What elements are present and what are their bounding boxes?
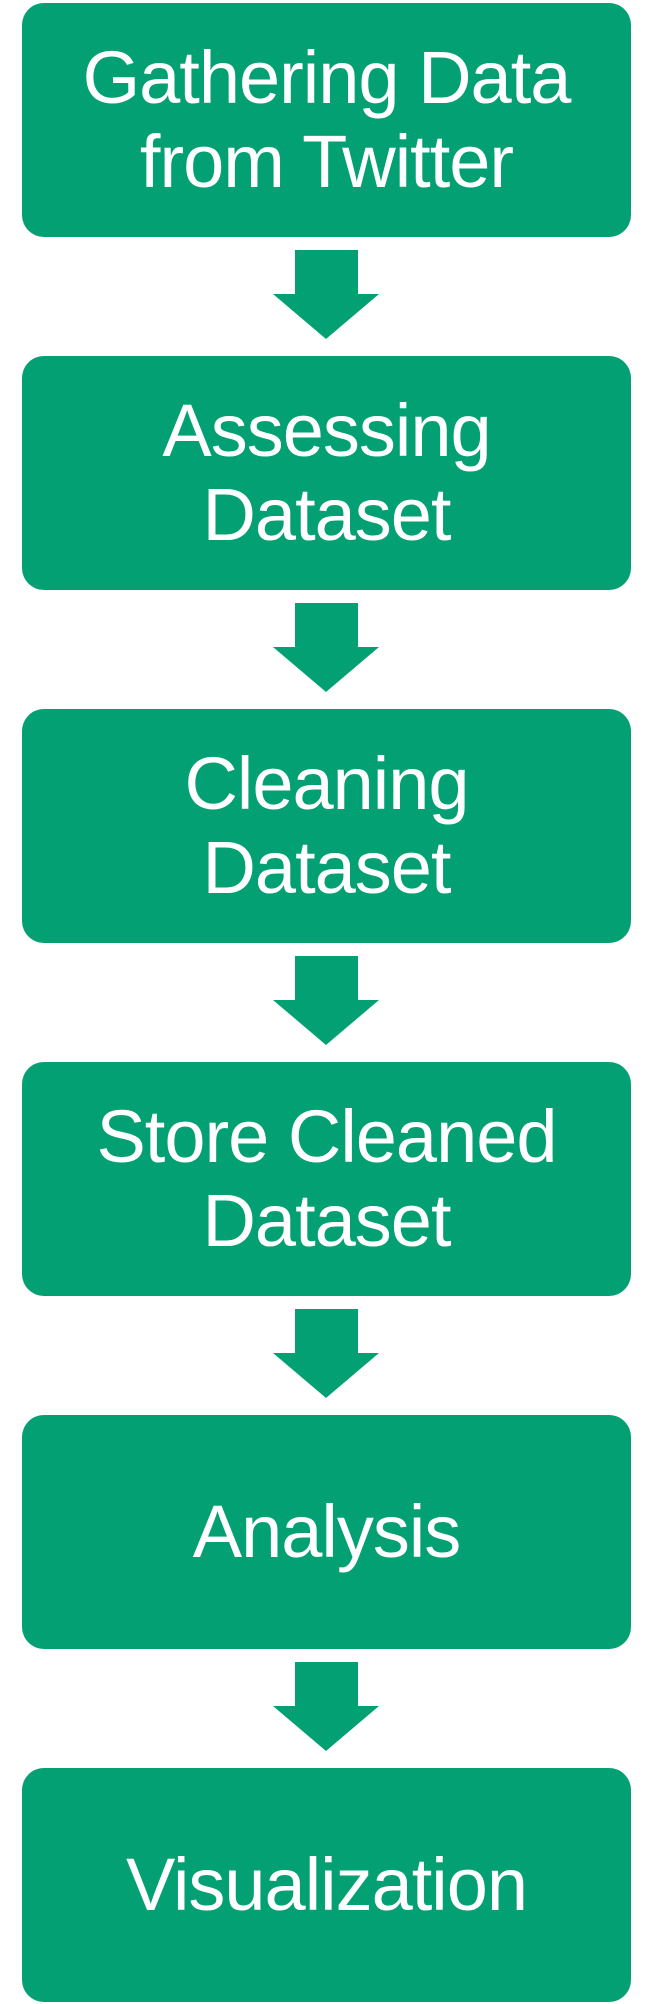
step-cleaning-dataset: Cleaning Dataset	[22, 709, 631, 943]
down-arrow-icon	[273, 1662, 379, 1751]
down-arrow-icon	[273, 956, 379, 1045]
step-label: Cleaning Dataset	[184, 742, 469, 909]
down-arrow-icon	[273, 250, 379, 339]
step-label: Gathering Data from Twitter	[82, 36, 572, 203]
down-arrow-icon	[273, 603, 379, 692]
step-store-cleaned-dataset: Store Cleaned Dataset	[22, 1062, 631, 1296]
step-visualization: Visualization	[22, 1768, 631, 2002]
step-analysis: Analysis	[22, 1415, 631, 1649]
step-label: Analysis	[192, 1490, 462, 1573]
down-arrow-icon	[273, 1309, 379, 1398]
step-label: Assessing Dataset	[162, 389, 491, 556]
step-label: Store Cleaned Dataset	[96, 1095, 557, 1262]
step-assessing-dataset: Assessing Dataset	[22, 356, 631, 590]
step-gathering-data: Gathering Data from Twitter	[22, 3, 631, 237]
step-label: Visualization	[125, 1843, 528, 1926]
